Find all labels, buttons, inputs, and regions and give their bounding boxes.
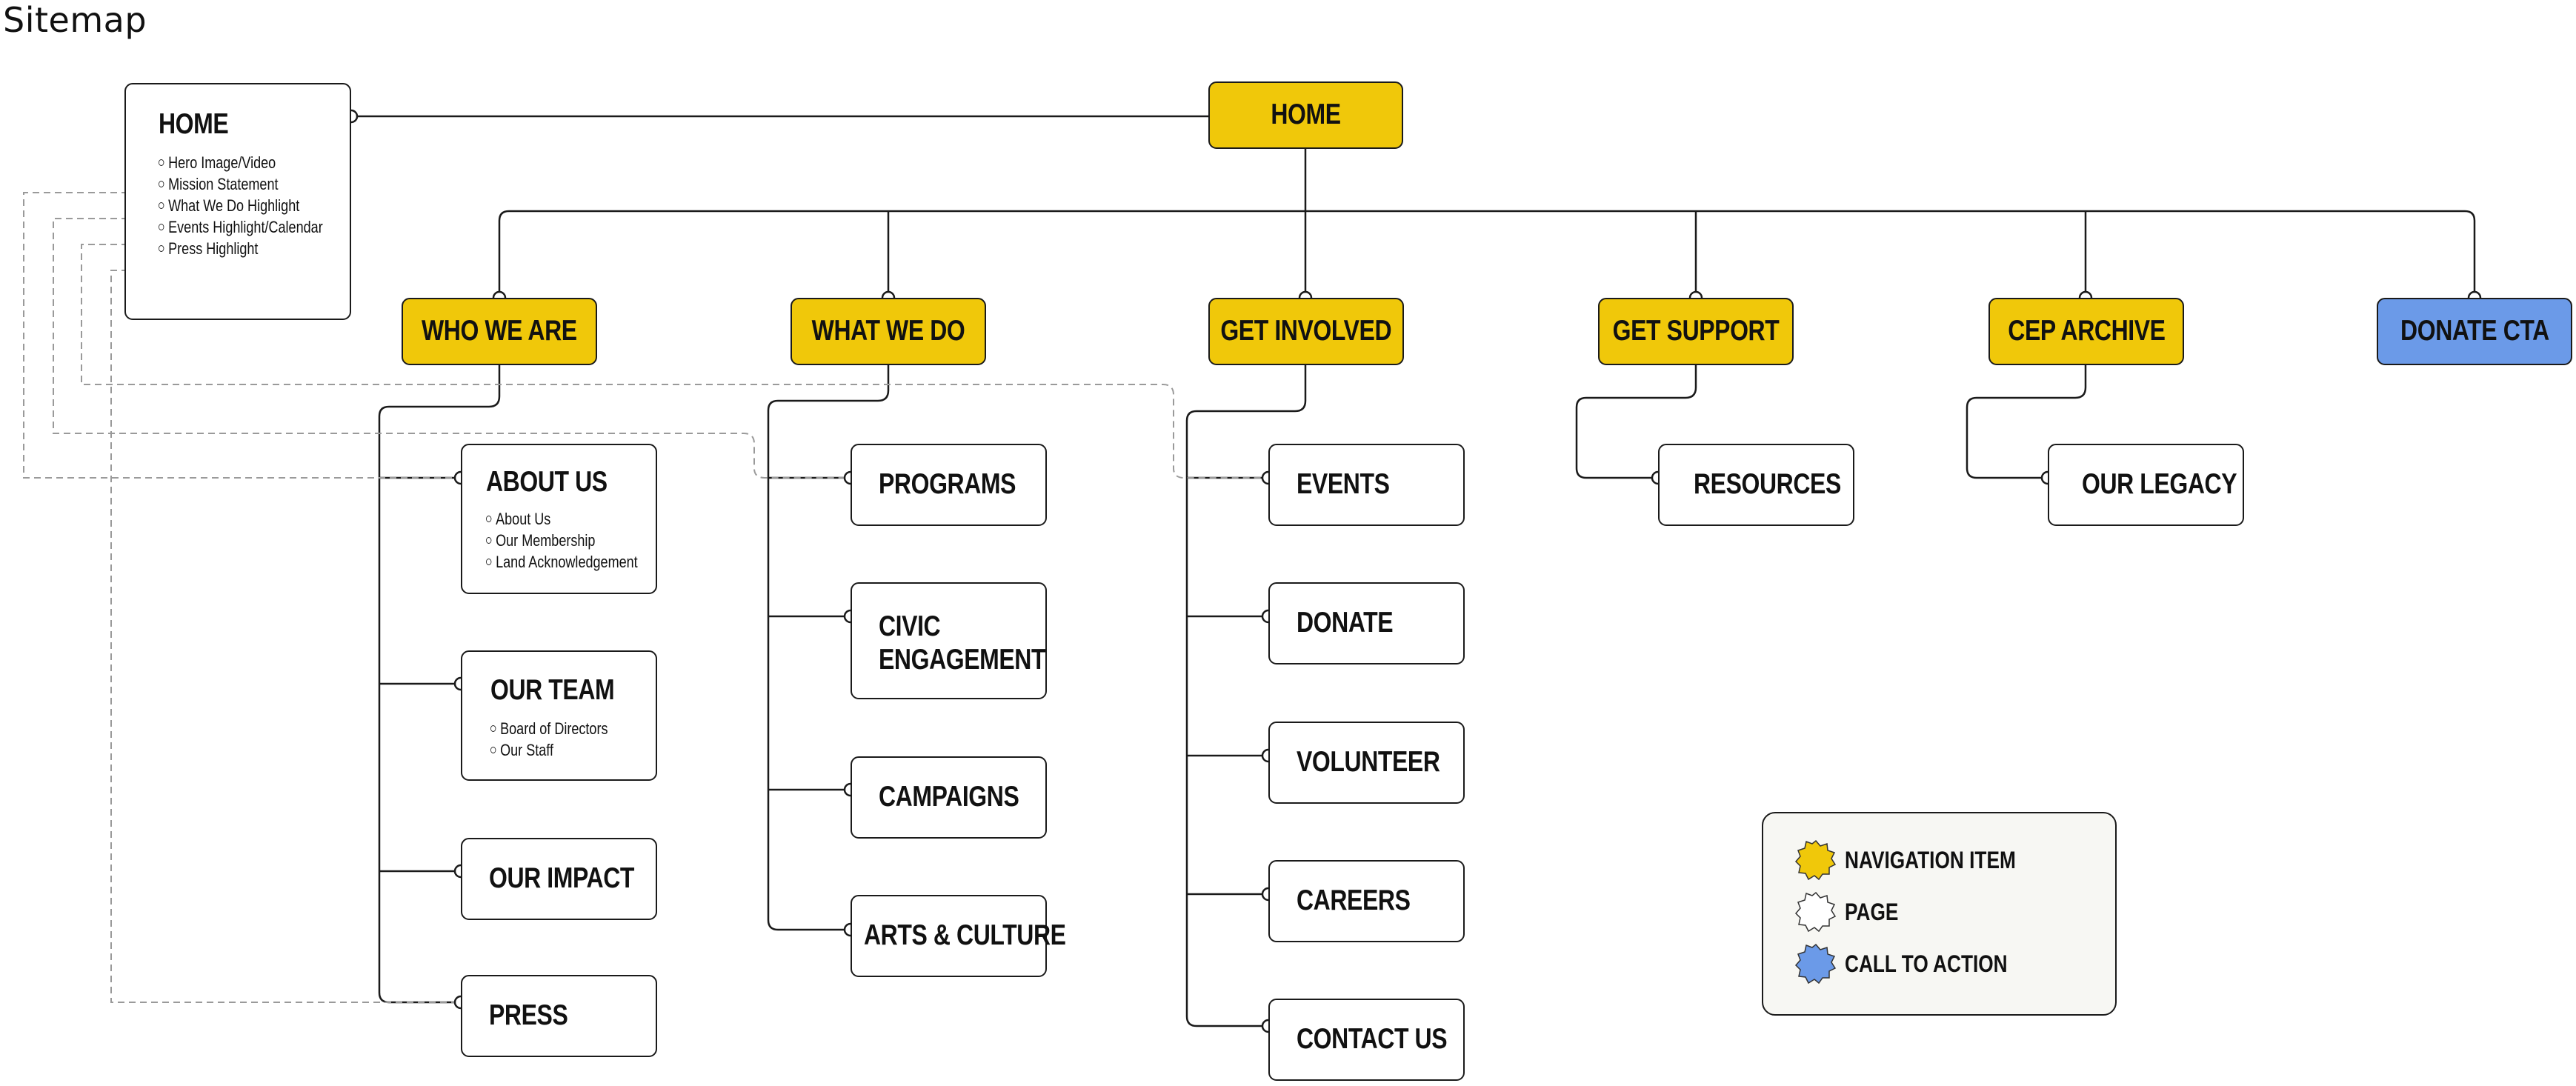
bullet-icon — [490, 746, 496, 753]
about-us-list: About Us Our Membership Land Acknowledge… — [486, 508, 656, 573]
bullet-icon — [159, 201, 164, 209]
list-item: What We Do Highlight — [159, 195, 316, 216]
root-home-node[interactable]: HOME — [1208, 81, 1403, 149]
page-press[interactable]: PRESS — [461, 975, 657, 1057]
nav-get-support[interactable]: GET SUPPORT — [1598, 298, 1794, 365]
home-detail-card[interactable]: HOME Hero Image/Video Mission Statement … — [124, 83, 351, 320]
page-programs[interactable]: PROGRAMS — [851, 444, 1047, 526]
page-title: Sitemap — [3, 0, 147, 40]
legend-page: PAGE — [1794, 890, 1910, 933]
home-detail-title: HOME — [159, 108, 229, 140]
bullet-icon — [490, 724, 496, 732]
legend: NAVIGATION ITEM PAGE CALL TO ACTION — [1762, 812, 2117, 1016]
nav-cep-archive[interactable]: CEP ARCHIVE — [1988, 298, 2184, 365]
badge-icon — [1794, 943, 1837, 985]
bullet-icon — [159, 159, 164, 166]
nav-get-involved[interactable]: GET INVOLVED — [1208, 298, 1404, 365]
page-arts-culture[interactable]: ARTS & CULTURE — [851, 895, 1066, 977]
page-contact-us[interactable]: CONTACT US — [1268, 999, 1465, 1081]
page-events[interactable]: EVENTS — [1268, 444, 1465, 526]
page-donate[interactable]: DONATE — [1268, 582, 1465, 664]
list-item: Board of Directors — [490, 718, 626, 739]
bullet-icon — [486, 558, 492, 565]
legend-navigation-item: NAVIGATION ITEM — [1794, 839, 2053, 882]
bullet-icon — [486, 536, 492, 544]
home-detail-list: Hero Image/Video Mission Statement What … — [159, 152, 350, 259]
list-item: Land Acknowledgement — [486, 551, 638, 573]
page-careers[interactable]: CAREERS — [1268, 860, 1465, 942]
nav-what-we-do[interactable]: WHAT WE DO — [791, 298, 986, 365]
list-item: Our Membership — [486, 530, 625, 551]
badge-icon — [1794, 891, 1837, 933]
bullet-icon — [159, 180, 164, 187]
page-volunteer[interactable]: VOLUNTEER — [1268, 722, 1465, 804]
page-campaigns[interactable]: CAMPAIGNS — [851, 756, 1047, 839]
page-our-team[interactable]: OUR TEAM Board of Directors Our Staff — [461, 650, 657, 781]
list-item: Hero Image/Video — [159, 152, 316, 173]
donate-cta-node[interactable]: DONATE CTA — [2377, 298, 2572, 365]
nav-who-we-are[interactable]: WHO WE ARE — [402, 298, 597, 365]
bullet-icon — [159, 244, 164, 252]
page-our-impact[interactable]: OUR IMPACT — [461, 838, 657, 920]
list-item: Events Highlight/Calendar — [159, 216, 323, 238]
bullet-icon — [159, 223, 164, 230]
list-item: Our Staff — [490, 739, 626, 761]
legend-call-to-action: CALL TO ACTION — [1794, 942, 2043, 985]
page-about-us[interactable]: ABOUT US About Us Our Membership Land Ac… — [461, 444, 657, 594]
page-resources[interactable]: RESOURCES — [1658, 444, 1854, 526]
page-our-legacy[interactable]: OUR LEGACY — [2048, 444, 2244, 526]
list-item: Mission Statement — [159, 173, 316, 195]
bullet-icon — [486, 515, 492, 522]
badge-icon — [1794, 839, 1837, 881]
list-item: About Us — [486, 508, 625, 530]
list-item: Press Highlight — [159, 238, 316, 259]
our-team-list: Board of Directors Our Staff — [490, 718, 656, 761]
page-civic-engagement[interactable]: CIVIC ENGAGEMENT — [851, 582, 1047, 699]
